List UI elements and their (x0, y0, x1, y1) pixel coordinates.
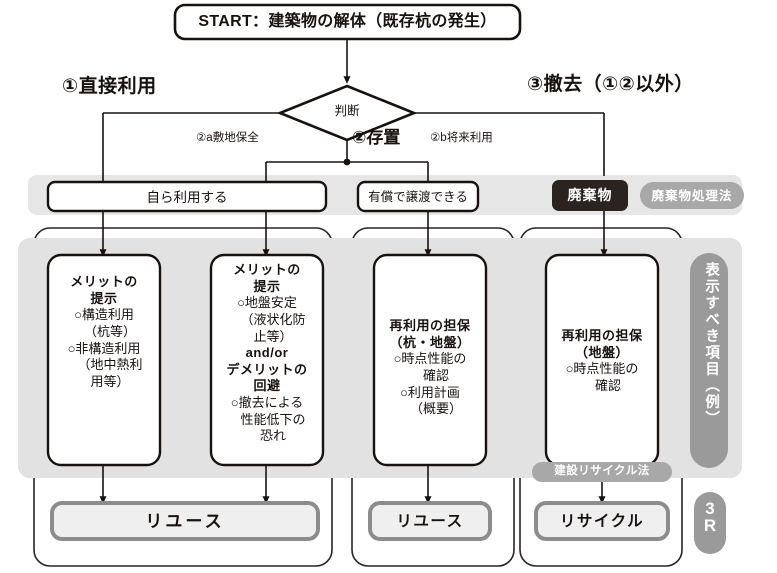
card1-item1-sub: （杭等） (83, 323, 136, 339)
card3-item2-sub: （概要） (409, 401, 462, 417)
branch-label-retention: ②存置 (352, 128, 401, 147)
card-merit-demerit-content: メリットの 提示 ○地盤安定 （液状化防 止等） and/or デメリットの 回… (211, 262, 323, 445)
card-merit-structure (46, 253, 162, 467)
card3-item1: ○時点性能の (393, 351, 467, 367)
card1-title-line1: メリットの (70, 274, 138, 289)
card1-item2-sub-a: （地中熱利 (77, 357, 143, 373)
card4-title-line1: 再利用の担保 (561, 328, 643, 343)
pill-waste-law (640, 182, 744, 209)
card2-item2: ○撤去による (230, 395, 304, 410)
box-self-use (46, 180, 328, 213)
card1-title-line2: 提示 (90, 290, 118, 306)
card3-title-line1: 再利用の担保 (389, 318, 471, 333)
card2-item2-sub-b: 恐れ (259, 428, 286, 444)
card2-andor: and/or (245, 345, 289, 361)
card4-item1-sub: 確認 (594, 377, 621, 393)
box-reuse-left (50, 501, 320, 541)
card2-title-line1: メリットの (233, 262, 301, 277)
branch-sublabel-site-preservation: ②a敷地保全 (196, 132, 259, 144)
card2-title-line2: 提示 (253, 278, 281, 294)
pill-waste-law-label: 廃棄物処理法 (651, 189, 733, 203)
card4-item1: ○時点性能の (565, 361, 639, 377)
box-waste-label: 廃棄物 (567, 187, 613, 203)
branch-label-removal: ③撤去（①②以外） (527, 74, 694, 95)
start-label: START：建築物の解体（既存杭の発生） (198, 13, 497, 30)
pill-construction-recycling-law (532, 462, 672, 482)
card2-item2-sub-a: 性能低下の (240, 411, 306, 427)
card1-item2: ○非構造利用 (67, 340, 141, 356)
card-reuse-pile-content: 再利用の担保 （杭・地盤） ○時点性能の 確認 ○利用計画 （概要） (372, 318, 488, 418)
box-paid-transfer (356, 180, 480, 213)
card-reuse-guarantee-pile (372, 253, 488, 467)
card2-item1-sub-b: 止等） (253, 328, 293, 344)
card1-item1: ○構造利用 (74, 307, 134, 323)
three-r-line1: 3 (705, 499, 715, 518)
three-r-label: 3 R (694, 500, 726, 535)
card2-title-line4: 回避 (253, 378, 281, 394)
decision-label: 判断 (334, 104, 360, 118)
box-reuse-left-label: リユース (145, 512, 225, 531)
card3-title-line2: （杭・地盤） (389, 334, 471, 350)
card1-item2-sub-b: 用等） (90, 373, 130, 389)
card4-title-line2: （地盤） (574, 344, 629, 360)
box-waste (552, 180, 628, 211)
box-paid-transfer-label: 有償で譲渡できる (368, 190, 468, 204)
card2-item1: ○地盤安定 (237, 295, 297, 311)
rail-display-items-label: 表示すべき項目（例） (703, 262, 720, 427)
branch-sublabel-future-use: ②b将来利用 (430, 132, 493, 144)
three-r-line2: R (703, 516, 717, 536)
card3-item2: ○利用計画 (400, 384, 460, 400)
pill-construction-recycling-law-label: 建設リサイクル法 (554, 465, 650, 477)
branch-label-direct-use: ①直接利用 (62, 76, 157, 97)
card2-title-line3: デメリットの (226, 361, 308, 377)
box-recycle-label: リサイクル (559, 513, 645, 530)
box-recycle (534, 501, 670, 541)
pill-three-r (694, 492, 726, 554)
box-self-use-label: 自ら利用する (146, 190, 228, 205)
card-merit-demerit (209, 253, 325, 467)
card2-item1-sub-a: （液状化防 (240, 311, 306, 327)
box-reuse-mid (368, 501, 492, 541)
card-reuse-ground-content: 再利用の担保 （地盤） ○時点性能の 確認 (544, 328, 660, 395)
rail-pill-display-items (690, 253, 728, 468)
box-reuse-mid-label: リユース (396, 513, 464, 530)
card-merit-structure-content: メリットの 提示 ○構造利用 （杭等） ○非構造利用 （地中熱利 用等） (48, 274, 160, 390)
card3-item1-sub: 確認 (422, 367, 449, 383)
